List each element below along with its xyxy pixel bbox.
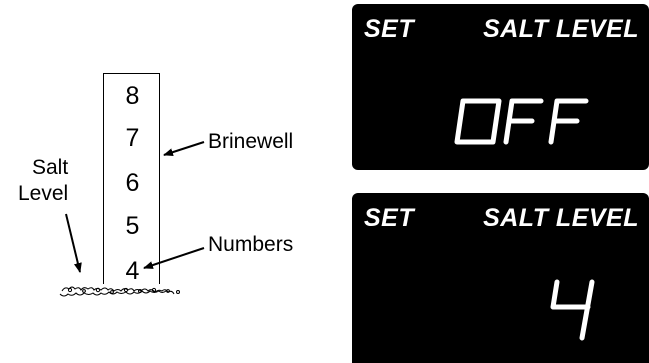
brinewell-number-8: 8: [125, 82, 140, 110]
display-title: SALT LEVEL: [483, 15, 639, 43]
numbers-arrow: [143, 247, 205, 269]
segment-o: [454, 98, 502, 145]
numbers-label: Numbers: [208, 233, 294, 256]
salt-level-arrow: [65, 213, 82, 273]
brinewell-number-5: 5: [125, 212, 140, 240]
display-value-4: [550, 279, 595, 341]
display-set-label: SET: [364, 204, 415, 232]
display-set-label: SET: [364, 15, 415, 43]
salt-label-line1: Salt: [32, 156, 69, 179]
brinewell-diagram: 8 7 6 5 4 Salt Level Brinewell Numbers: [18, 73, 294, 297]
display-off: SET SALT LEVEL: [352, 4, 649, 170]
segment-f2: [548, 98, 589, 145]
display-level-4: SET SALT LEVEL: [352, 193, 649, 363]
display-value-off: [454, 98, 589, 145]
brinewell-tube: 8 7 6 5 4: [103, 73, 160, 285]
salt-label-line2: Level: [18, 182, 69, 205]
brinewell-number-7: 7: [125, 124, 140, 152]
brinewell-label: Brinewell: [208, 130, 294, 153]
segment-four: [550, 279, 595, 341]
brinewell-number-4: 4: [125, 257, 140, 285]
brinewell-number-6: 6: [125, 169, 140, 197]
display-title: SALT LEVEL: [483, 204, 639, 232]
diagram-graphics: [59, 141, 205, 297]
brinewell-arrow: [163, 141, 205, 157]
segment-f1: [503, 98, 544, 145]
salt-pebbles-icon: [59, 286, 180, 297]
